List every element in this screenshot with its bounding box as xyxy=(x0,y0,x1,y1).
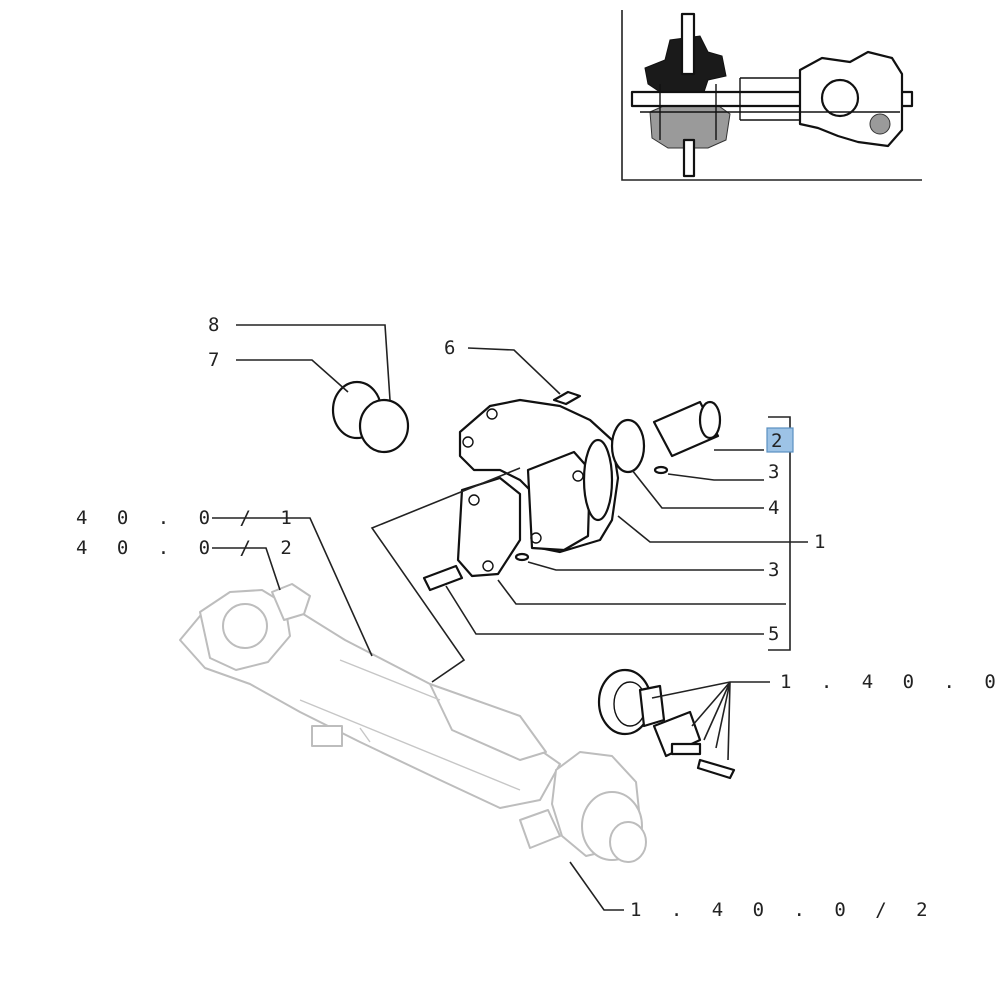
bolt-hole-b xyxy=(482,560,494,572)
ghost-tie-bracket xyxy=(429,683,547,761)
callout-1[interactable]: 1 xyxy=(814,531,825,553)
bolt-hole-a xyxy=(468,494,480,506)
bracket-lower-arm xyxy=(456,476,522,578)
pin-3-lower xyxy=(514,552,530,562)
leader-4 xyxy=(631,469,764,509)
ghost-axle-assembly xyxy=(179,583,647,863)
bracket-group-line xyxy=(768,416,791,651)
ring-8 xyxy=(358,398,410,454)
ghost-right-spindle xyxy=(609,821,647,863)
leader-1-40-0-main xyxy=(651,681,770,699)
callout-6[interactable]: 6 xyxy=(444,337,455,359)
callout-5[interactable]: 5 xyxy=(768,623,779,645)
ref-1-40-0[interactable]: 1 . 4 0 . 0 / xyxy=(780,671,1000,693)
leader-7 xyxy=(236,359,349,393)
leader-1 xyxy=(617,515,808,543)
callout-2[interactable]: 2 xyxy=(771,430,782,452)
leader-6 xyxy=(467,347,561,395)
ref-40-0-2[interactable]: 4 0 . 0 / 2 xyxy=(76,537,301,559)
bolt-5 xyxy=(422,564,464,592)
leader-40-2 xyxy=(212,547,281,591)
bracket-flange-face xyxy=(582,438,614,522)
bushing-2-end xyxy=(698,400,722,440)
callout-labels: 8 7 6 2 3 4 1 3 5 xyxy=(208,314,825,645)
leader-outline-loop xyxy=(370,467,521,683)
ghost-left-knuckle xyxy=(271,583,311,621)
reference-labels: 4 0 . 0 / 1 4 0 . 0 / 2 1 . 4 0 . 0 / 1 … xyxy=(76,507,1000,921)
bracket-plate xyxy=(670,742,702,756)
inset-detail-lines xyxy=(640,84,900,140)
inset-tube-lines xyxy=(739,77,800,121)
ghost-lower-lug xyxy=(519,809,561,849)
inset-cross-section xyxy=(621,10,922,181)
pin-3-upper xyxy=(653,465,669,475)
pulley-rim xyxy=(638,684,666,728)
bolt-6 xyxy=(552,390,582,406)
highlight-callout-2[interactable] xyxy=(766,427,794,453)
bolt-hole-e xyxy=(462,436,474,448)
main-bracket xyxy=(456,398,620,578)
callout-8[interactable]: 8 xyxy=(208,314,219,336)
ref-1-40-0-2[interactable]: 1 . 4 0 . 0 / 2 xyxy=(630,899,937,921)
inset-diff-bearing xyxy=(869,113,891,135)
inset-diff-gear xyxy=(820,78,860,118)
circlip-group xyxy=(331,380,410,454)
leader-1-40-0-fan xyxy=(691,681,731,761)
leader-lines xyxy=(212,324,808,911)
bracket-side-arm xyxy=(526,450,592,552)
inset-frame xyxy=(621,10,922,181)
ref-40-0-1[interactable]: 4 0 . 0 / 1 xyxy=(76,507,301,529)
small-parts xyxy=(422,390,722,592)
ghost-mount-pad xyxy=(311,725,343,747)
callout-4[interactable]: 4 xyxy=(768,497,779,519)
leader-1-40-2 xyxy=(569,861,624,911)
ghost-edge-lines xyxy=(299,659,521,791)
leader-8 xyxy=(236,324,391,401)
bolt-hole-c xyxy=(530,532,542,544)
callout-3-lower[interactable]: 3 xyxy=(768,559,779,581)
callout-3-upper[interactable]: 3 xyxy=(768,461,779,483)
ghost-left-hub-bore xyxy=(222,603,268,649)
leader-bracket-arm xyxy=(497,579,786,605)
bolt-hole-f xyxy=(486,408,498,420)
callout-7[interactable]: 7 xyxy=(208,349,219,371)
inset-kingpin-top xyxy=(680,12,696,76)
seal-4 xyxy=(610,418,646,474)
leader-3-lower xyxy=(527,561,764,571)
inset-kingpin-bottom xyxy=(682,138,696,178)
pulley-group xyxy=(597,668,736,780)
leader-3-upper xyxy=(667,473,764,481)
leader-5 xyxy=(445,585,764,635)
leader-40-1 xyxy=(212,517,373,657)
bracket-bolt xyxy=(696,758,736,780)
